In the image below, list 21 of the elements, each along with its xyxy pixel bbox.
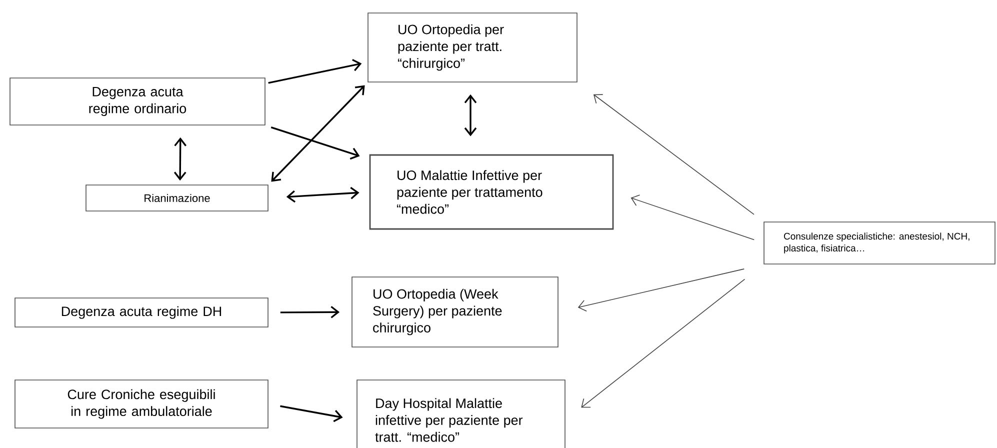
arrow [268,59,362,84]
arrow [581,278,746,408]
process-box: Cure Croniche eseguibili in regime ambulatoriale [14,380,268,428]
arrow [593,94,754,215]
process-box: Degenza acuta regime DH [14,298,268,328]
process-box: Rianimazione [86,184,268,212]
arrow [280,306,340,318]
arrow [270,126,360,160]
process-box: UO Malattie Infettive per paziente per trattamento “medico” [369,154,614,230]
process-box: Consulenze specialistiche: anestesiol, NCH, plastica, fisiatrica… [764,222,996,264]
arrow [286,186,360,203]
process-box: Degenza acuta regime ordinario [10,78,266,126]
arrow [578,268,745,312]
arrow [271,85,365,182]
arrow [630,194,755,240]
arrow [174,137,186,181]
process-box: UO Ortopedia per paziente per tratt. “chirurgico” [368,12,578,82]
arrow [280,405,343,422]
process-box: UO Ortopedia (Week Surgery) per paziente chirurgico [352,276,558,348]
process-box: Day Hospital Malattie infettive per paziente per tratt. “medico” [356,380,566,448]
arrow [464,94,477,136]
